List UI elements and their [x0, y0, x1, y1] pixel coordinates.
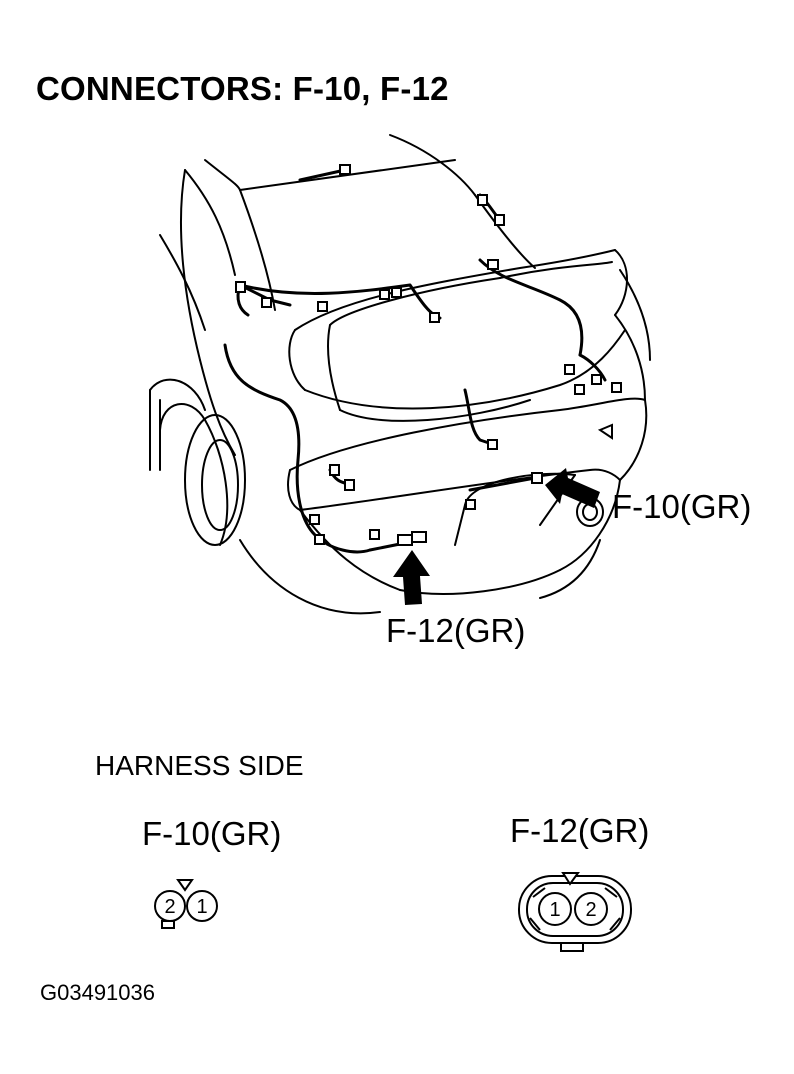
f12-callout-label: F-12(GR) — [386, 612, 526, 649]
f12-pin-right: 2 — [585, 899, 596, 921]
f10-callout-label: F-10(GR) — [612, 488, 752, 525]
f10-connector-title: F-10(GR) — [142, 815, 282, 852]
f10-pointer-arrow — [545, 468, 600, 508]
vehicle-rear-illustration — [149, 134, 651, 615]
f10-pin-left: 2 — [164, 896, 175, 918]
f12-pin-left: 1 — [549, 899, 560, 921]
f10-pin-right: 1 — [196, 896, 207, 918]
harness-side-heading: HARNESS SIDE — [95, 750, 304, 781]
f12-pointer-arrow — [393, 550, 430, 605]
page-title: CONNECTORS: F-10, F-12 — [36, 70, 449, 107]
f12-connector-title: F-12(GR) — [510, 812, 650, 849]
f12-connector-face — [518, 872, 632, 952]
f10-connector-face — [154, 879, 218, 929]
figure-code: G03491036 — [40, 980, 155, 1005]
